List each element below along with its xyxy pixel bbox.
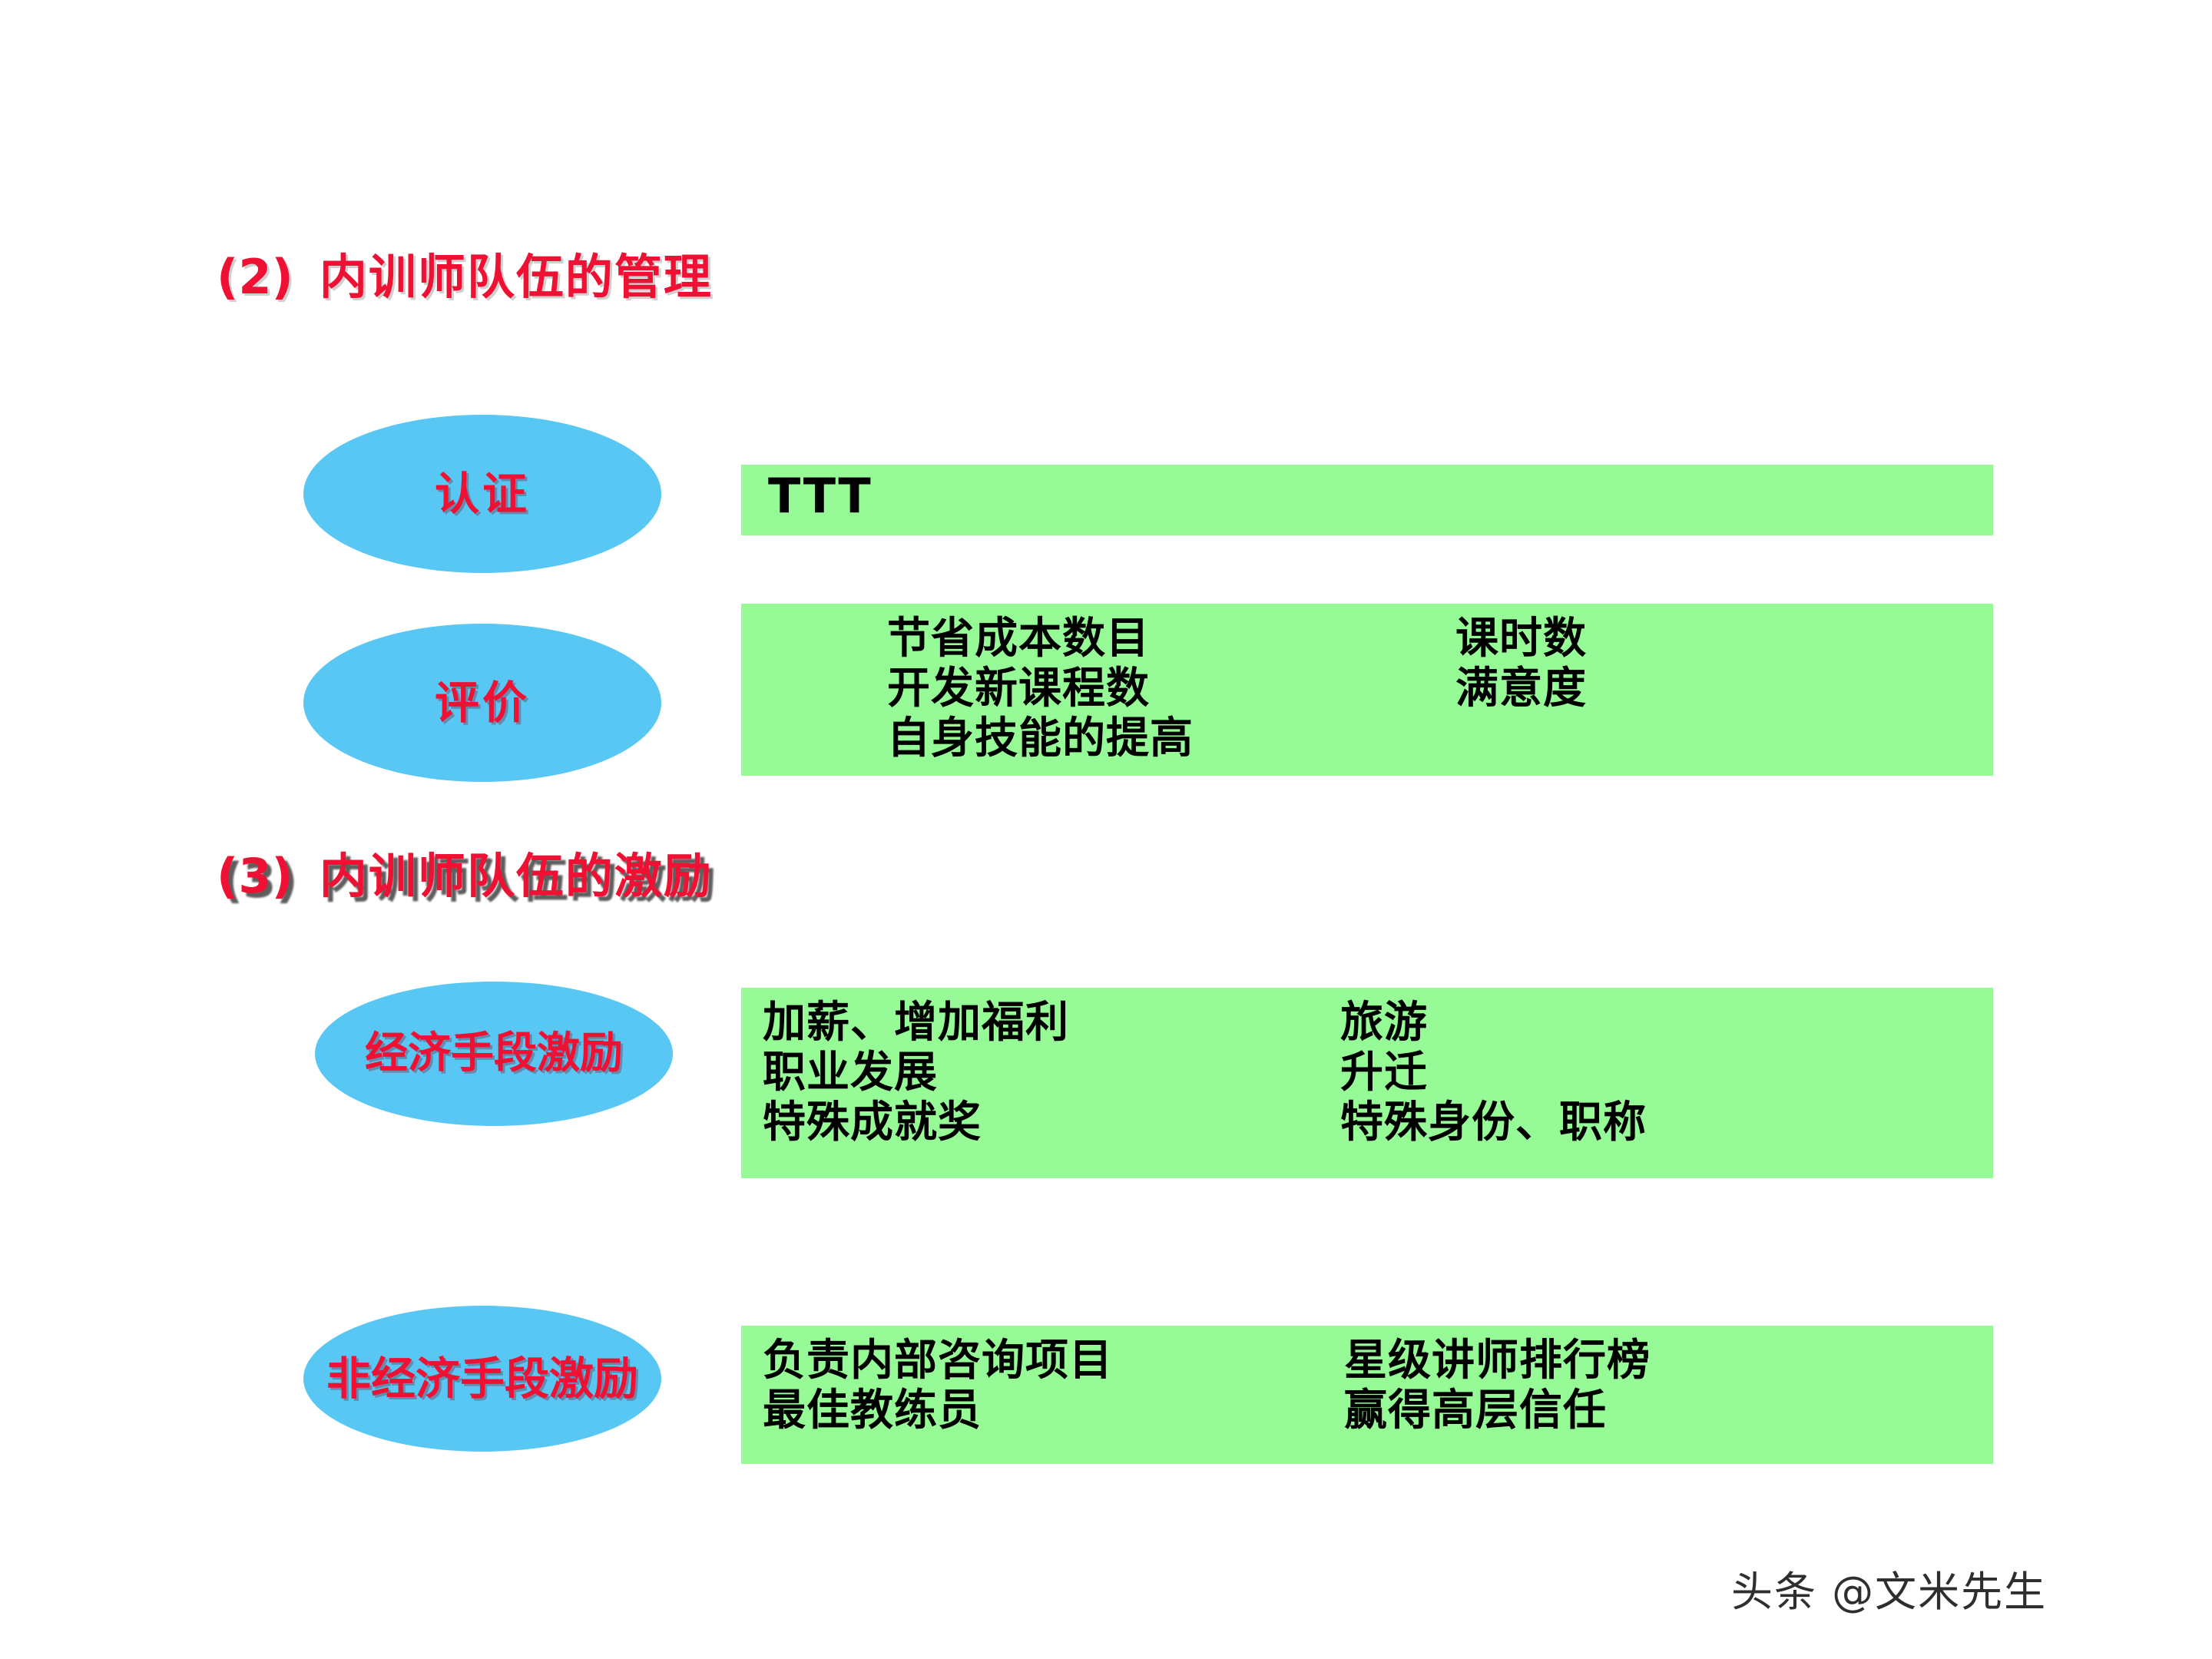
list-item: 负责内部咨询项目 <box>763 1336 1113 1386</box>
list-item: 旅游 <box>1340 998 1428 1048</box>
ellipse-non-economic-incentive: 非经济手段激励 <box>303 1306 661 1452</box>
list-item: 职业发展 <box>763 1047 938 1098</box>
non-economic-incentive-right-column: 星级讲师排行榜 赢得高层信任 <box>1344 1336 1651 1436</box>
economic-incentive-left-column: 加薪、增加福利 职业发展 特殊成就奖 <box>763 998 1069 1148</box>
ellipse-evaluation-label: 评价 <box>434 677 530 729</box>
list-item: 课时数 <box>1455 614 1587 664</box>
section-heading-3: (3)内训师队伍的激励 <box>217 853 713 900</box>
economic-incentive-right-column: 旅游 升迁 特殊身份、职称 <box>1340 998 1647 1148</box>
ellipse-evaluation: 评价 <box>303 624 661 782</box>
list-item: 最佳教练员 <box>763 1385 982 1435</box>
list-item: 特殊成就奖 <box>763 1097 982 1147</box>
content-bar-economic-incentive <box>741 988 1993 1178</box>
evaluation-left-column: 节省成本数目 开发新课程数 自身技能的提高 <box>887 614 1194 764</box>
list-item: 升迁 <box>1340 1047 1428 1098</box>
content-bar-non-economic-incentive <box>741 1326 1993 1464</box>
ellipse-certification: 认证 <box>303 415 661 573</box>
list-item: 加薪、增加福利 <box>763 998 1069 1048</box>
section-heading-2: (2)内训师队伍的管理 <box>217 253 713 301</box>
section-2-number: (2) <box>217 249 293 305</box>
ellipse-certification-label: 认证 <box>434 468 530 520</box>
content-bar-certification <box>741 465 1993 535</box>
section-2-title: 内训师队伍的管理 <box>319 249 713 305</box>
content-bar-evaluation <box>741 604 1993 776</box>
ellipse-non-economic-incentive-label: 非经济手段激励 <box>326 1353 638 1405</box>
list-item: 节省成本数目 <box>887 614 1150 664</box>
certification-content: TTT <box>768 468 873 524</box>
list-item: 星级讲师排行榜 <box>1344 1336 1651 1386</box>
evaluation-right-column: 课时数 满意度 <box>1455 614 1587 714</box>
list-item: 赢得高层信任 <box>1344 1385 1607 1435</box>
ellipse-economic-incentive-label: 经济手段激励 <box>365 1028 623 1078</box>
section-3-number: (3) <box>217 848 293 904</box>
section-3-title: 内训师队伍的激励 <box>319 848 713 904</box>
ellipse-economic-incentive: 经济手段激励 <box>315 982 673 1126</box>
list-item: 自身技能的提高 <box>887 713 1194 763</box>
non-economic-incentive-left-column: 负责内部咨询项目 最佳教练员 <box>763 1336 1113 1436</box>
list-item: 特殊身份、职称 <box>1340 1097 1647 1147</box>
list-item: 满意度 <box>1455 663 1587 714</box>
watermark: 头条 @文米先生 <box>1731 1568 2048 1616</box>
list-item: 开发新课程数 <box>887 663 1150 714</box>
